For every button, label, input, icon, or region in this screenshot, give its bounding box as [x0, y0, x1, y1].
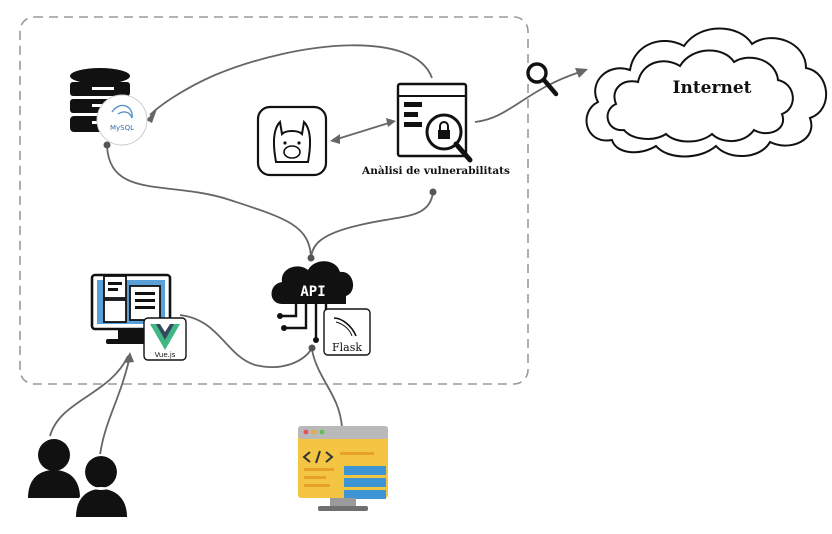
dot-api-bottom [308, 344, 316, 352]
users-icon [28, 439, 129, 518]
system-boundary [19, 16, 529, 385]
internet-label: Internet [673, 78, 752, 98]
connector-user1-vue [49, 355, 129, 437]
vue-logo: Vue.js [143, 317, 187, 361]
code-editor-icon [298, 426, 388, 511]
dot-scanner [429, 188, 437, 196]
connector-user2-vue [99, 355, 131, 456]
api-label: API [300, 284, 325, 300]
flask-logo: Flask [323, 308, 371, 356]
mysql-label: MySQL [110, 124, 134, 132]
connector-llama-scanner [333, 121, 393, 141]
vulnerability-analysis-label: Anàlisi de vulnerabilitats [361, 165, 510, 177]
arrowhead-internet [575, 68, 588, 78]
arrowhead-scanner [386, 118, 396, 127]
flask-label: Flask [332, 341, 362, 354]
arrowheads [124, 68, 588, 363]
arrowhead-llama [330, 134, 340, 144]
dot-api-top [307, 254, 315, 262]
magnifier-icon [526, 62, 559, 97]
connector-dots [103, 141, 437, 352]
connector-scanner-internet [474, 71, 581, 123]
vulnerability-scanner-icon [396, 82, 473, 163]
arrowhead-vue [124, 352, 134, 363]
vue-label: Vue.js [155, 351, 176, 359]
arrowhead-mysql [146, 109, 157, 123]
llama-icon [256, 105, 328, 177]
mysql-logo: MySQL [96, 94, 148, 146]
connectors [49, 44, 581, 456]
connector-scanner-mysql [149, 44, 433, 116]
dot-mysql [103, 141, 111, 149]
cloud-icon [585, 27, 827, 158]
connector-vue-api [179, 314, 313, 368]
connector-mysql-api [106, 145, 312, 259]
connector-api-editor [311, 349, 343, 429]
connector-scanner-api [310, 191, 434, 259]
